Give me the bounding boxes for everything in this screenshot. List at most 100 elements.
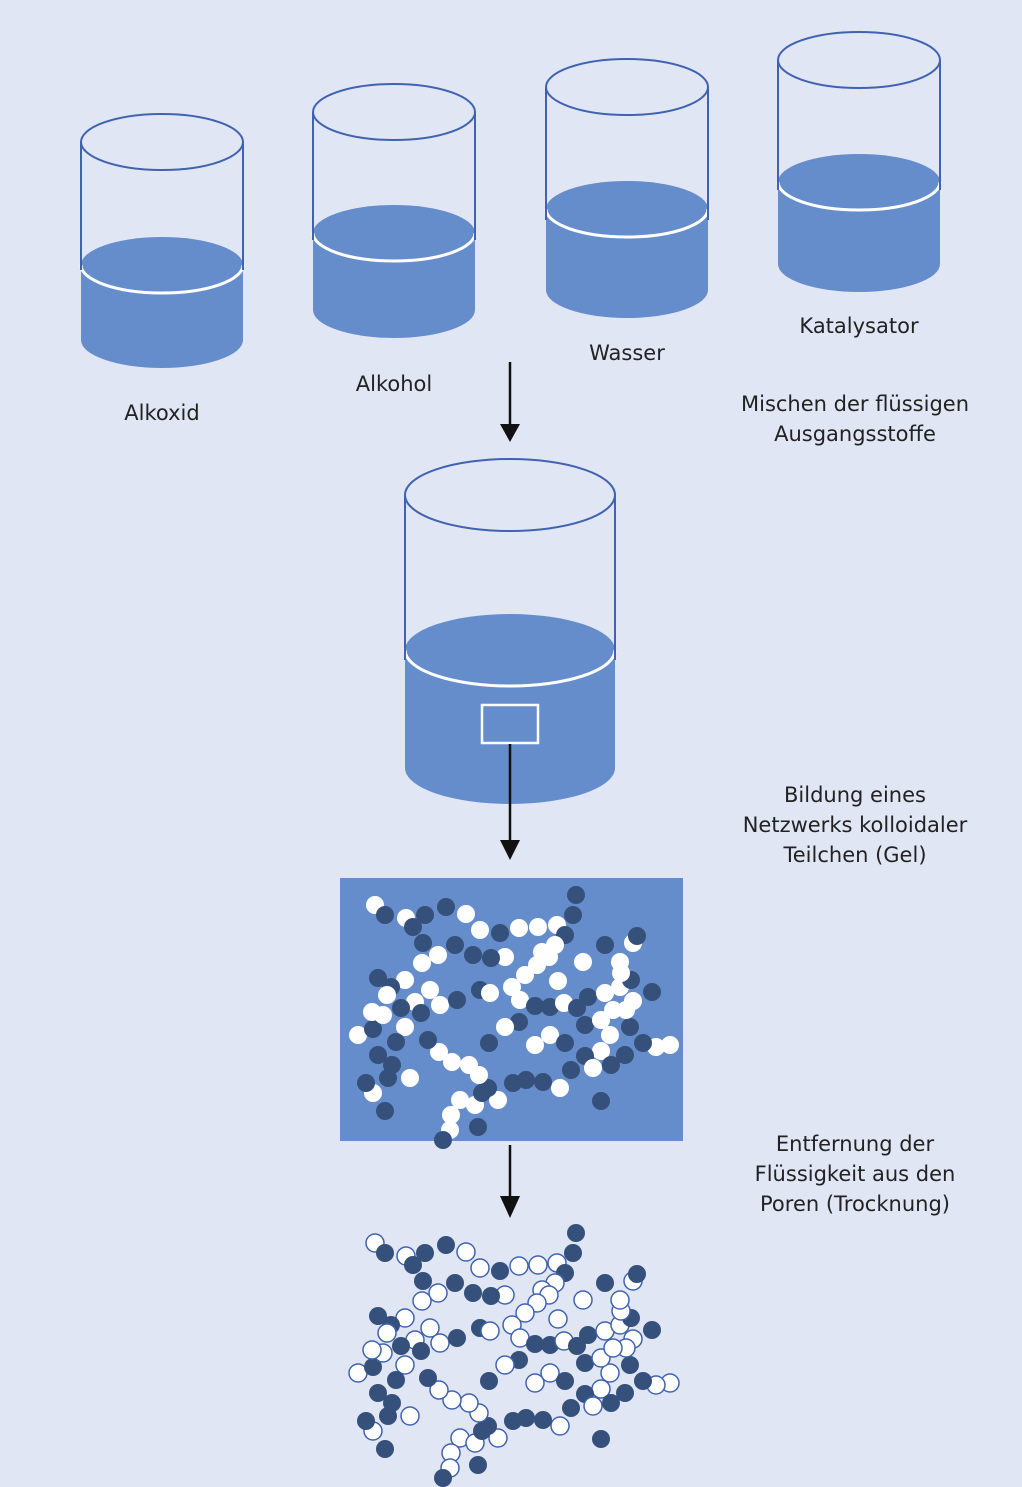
label-alkoxid: Alkoxid (124, 401, 200, 425)
dark-particle (602, 1394, 620, 1412)
light-particle (457, 905, 475, 923)
dark-particle (414, 934, 432, 952)
light-particle (600, 1363, 620, 1383)
light-particle (442, 1106, 460, 1124)
dark-particle (491, 1262, 509, 1280)
dark-particle (376, 1102, 394, 1120)
dark-particle (621, 1356, 639, 1374)
label-katalysator: Katalysator (799, 314, 919, 338)
step-drying-line-1: Entfernung der (775, 1132, 935, 1156)
light-particle (430, 1043, 448, 1061)
light-particle (528, 956, 546, 974)
light-particle (428, 1283, 448, 1303)
dark-particle (643, 1321, 661, 1339)
light-particle (421, 981, 439, 999)
dark-particle (448, 1329, 466, 1347)
dark-particle (482, 1287, 500, 1305)
dark-particle (510, 1013, 528, 1031)
light-particle (516, 966, 534, 984)
light-particle (592, 1011, 610, 1029)
light-particle (596, 984, 614, 1002)
dark-particle (412, 1004, 430, 1022)
light-particle (510, 919, 528, 937)
label-wasser: Wasser (589, 341, 665, 365)
light-particle (395, 1355, 415, 1375)
light-particle (540, 1363, 560, 1383)
dark-particle (446, 1274, 464, 1292)
dark-particle (383, 1394, 401, 1412)
dark-particle (387, 1033, 405, 1051)
dark-particle (556, 1372, 574, 1390)
dark-particle (434, 1131, 452, 1149)
dark-particle (634, 1372, 652, 1390)
dark-particle (628, 1265, 646, 1283)
light-particle (349, 1026, 367, 1044)
light-particle (400, 1406, 420, 1426)
dark-particle (414, 1272, 432, 1290)
light-particle (489, 1091, 507, 1109)
gel-particle-network (349, 886, 679, 1149)
dark-particle (437, 898, 455, 916)
dark-particle (464, 946, 482, 964)
dark-particle (634, 1034, 652, 1052)
dark-particle (567, 1224, 585, 1242)
light-particle (480, 1321, 500, 1341)
light-particle (551, 1079, 569, 1097)
light-particle (603, 1338, 623, 1358)
light-particle (511, 991, 529, 1009)
dark-particle (364, 1358, 382, 1376)
light-particle (515, 1303, 535, 1323)
light-particle (377, 1323, 397, 1343)
dried-particle-network (348, 1224, 680, 1487)
light-particle (420, 1318, 440, 1338)
dark-particle (392, 999, 410, 1017)
light-particle (584, 1059, 602, 1077)
light-particle (573, 1290, 593, 1310)
beaker-alkoxid (79, 113, 245, 368)
dark-particle (592, 1092, 610, 1110)
dark-particle (504, 1074, 522, 1092)
light-particle (509, 1256, 529, 1276)
dark-particle (562, 1061, 580, 1079)
light-particle (442, 1390, 462, 1410)
step-gel-line-3: Teilchen (Gel) (783, 843, 927, 867)
light-particle (525, 1373, 545, 1393)
dark-particle (576, 1016, 594, 1034)
light-particle (661, 1036, 679, 1054)
dark-particle (392, 1337, 410, 1355)
light-particle (548, 1309, 568, 1329)
light-particle (592, 1042, 610, 1060)
light-particle (526, 1036, 544, 1054)
dark-particle (473, 1084, 491, 1102)
dark-particle (357, 1412, 375, 1430)
light-particle (488, 1428, 508, 1448)
dark-particle (491, 924, 509, 942)
light-particle (443, 1053, 461, 1071)
dark-particle (369, 969, 387, 987)
dark-particle (602, 1056, 620, 1074)
light-particle (430, 1333, 450, 1353)
dark-particle (596, 1274, 614, 1292)
dark-particle (568, 1337, 586, 1355)
step-drying-line-2: Flüssigkeit aus den (754, 1162, 956, 1186)
dark-particle (568, 999, 586, 1017)
light-particle (396, 1018, 414, 1036)
dark-particle (579, 988, 597, 1006)
step-mixing-caption: Mischen der flüssigen Ausgangsstoffe (741, 389, 969, 449)
dark-particle (628, 927, 646, 945)
light-particle (362, 1340, 382, 1360)
dark-particle (562, 1399, 580, 1417)
light-particle (549, 972, 567, 990)
dark-particle (616, 1384, 634, 1402)
light-particle (496, 948, 514, 966)
dark-particle (448, 991, 466, 1009)
dark-particle (369, 1384, 387, 1402)
light-particle (412, 1291, 432, 1311)
dark-particle (464, 1284, 482, 1302)
dark-particle (473, 1422, 491, 1440)
dark-particle (369, 1046, 387, 1064)
light-particle (481, 984, 499, 1002)
dark-particle (416, 1244, 434, 1262)
dark-particle (576, 1354, 594, 1372)
